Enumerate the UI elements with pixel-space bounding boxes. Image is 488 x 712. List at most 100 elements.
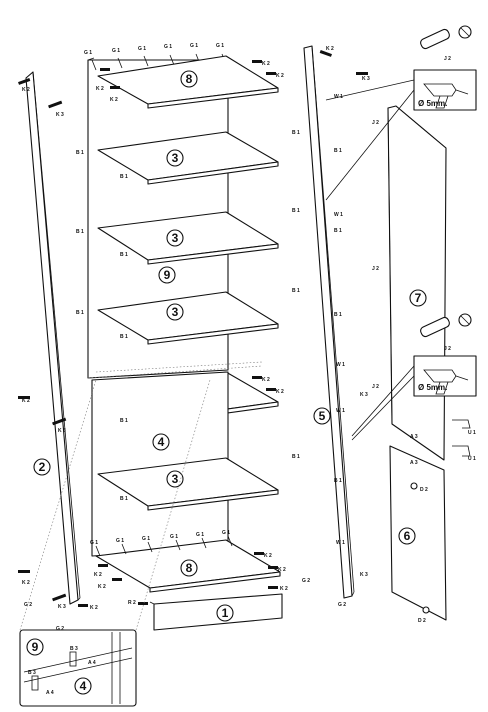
part-number-3-c: 3 — [172, 305, 179, 319]
part-number-9: 9 — [164, 268, 171, 282]
screw-k2-mid-r2 — [266, 388, 276, 391]
shelf-4 — [97, 457, 279, 511]
screw-r2 — [138, 602, 148, 605]
label-k2-bottom-r2: K 2 — [278, 567, 286, 573]
upper-door — [387, 105, 447, 461]
label-j2-door-mid: J 2 — [372, 266, 379, 272]
label-k2-mid-r2: K 2 — [276, 389, 284, 395]
label-g1-top-6: G 1 — [216, 43, 224, 49]
screw-k2-shelf-top-right-2 — [266, 72, 276, 75]
label-g1-top-4: G 1 — [164, 44, 172, 50]
label-j2-door-top: J 2 — [372, 120, 379, 126]
label-b1-left-1: B 1 — [76, 150, 84, 156]
label-b1-right-8: B 1 — [334, 478, 342, 484]
label-a3-2: A 3 — [410, 460, 418, 466]
label-j2-upper: J 2 — [444, 56, 451, 62]
left-panel-screw-k2-foot — [78, 604, 88, 607]
label-a3-1: A 3 — [410, 434, 418, 440]
label-d2-upper: D 2 — [420, 487, 428, 493]
part-number-7: 7 — [415, 291, 422, 305]
label-b1-right-1: B 1 — [292, 130, 300, 136]
label-k2-mid-r1: K 2 — [262, 377, 270, 383]
label-j2-door-low: J 2 — [372, 384, 379, 390]
shelf-1 — [97, 131, 279, 185]
plinth-board — [149, 593, 283, 631]
label-g1-bottom-5: G 1 — [196, 532, 204, 538]
label-k2-top-l1: K 2 — [96, 86, 104, 92]
part-number-4: 4 — [158, 435, 165, 449]
label-w1-right-5: W 1 — [336, 540, 345, 546]
label-w1-right-2: W 1 — [334, 212, 343, 218]
label-b1-right-3: B 1 — [292, 208, 300, 214]
knob-upper — [410, 482, 418, 490]
label-d2-lower: D 2 — [418, 618, 426, 624]
part-circle-4 — [152, 433, 170, 451]
label-g1-top-1: G 1 — [84, 50, 92, 56]
label-k2-bottom-l2: K 2 — [98, 584, 106, 590]
label-g1-bottom-1: G 1 — [90, 540, 98, 546]
label-b1-left-2: B 1 — [76, 229, 84, 235]
knob-lower — [422, 606, 430, 614]
label-b1-right-4: B 1 — [334, 228, 342, 234]
bracket-u1-lower — [452, 445, 471, 457]
screw-k2-bottom-r2 — [268, 566, 278, 569]
label-g1-top-2: G 1 — [112, 48, 120, 54]
part-number-3-a: 3 — [172, 151, 179, 165]
label-k2-top-r2: K 2 — [276, 73, 284, 79]
part-number-3-d: 3 — [172, 472, 179, 486]
label-g1-bottom-4: G 1 — [170, 534, 178, 540]
label-k2-top-l2: K 2 — [110, 97, 118, 103]
label-w1-right-3: W 1 — [336, 362, 345, 368]
screw-k2-shelf-top-left-2 — [110, 86, 120, 89]
left-panel-screw-k2-bottom — [18, 570, 30, 573]
shelf-2 — [97, 211, 279, 265]
label-k3-right-mid: K 3 — [360, 392, 368, 398]
label-k3-left-mid: K 3 — [58, 428, 66, 434]
part-circle-8-top — [180, 70, 198, 88]
part-number-3-b: 3 — [172, 231, 179, 245]
part-circle-9 — [158, 266, 176, 284]
part-circle-5 — [313, 407, 331, 425]
label-b1-shelf-4: B 1 — [120, 496, 128, 502]
part-circle-8-bottom — [180, 559, 198, 577]
label-k2-left-top: K 2 — [22, 87, 30, 93]
left-panel-screw-k3-mid — [52, 417, 67, 426]
screw-k2-bottom-r1 — [254, 552, 264, 555]
shelf-3 — [97, 291, 279, 345]
label-g1-top-3: G 1 — [138, 46, 146, 52]
screw-k3-right-top — [356, 72, 368, 75]
part-number-4-inset: 4 — [80, 679, 87, 693]
screw-k2-bottom-l1 — [98, 564, 108, 567]
screw-k2-bottom-l2 — [112, 578, 122, 581]
label-b1-shelf-3: B 1 — [120, 334, 128, 340]
part-circle-4-inset — [74, 677, 92, 695]
part-circle-3-b — [166, 229, 184, 247]
part-circle-3-c — [166, 303, 184, 321]
detail-inset — [19, 629, 137, 707]
part-circle-3-a — [166, 149, 184, 167]
screw-k2-plinth — [268, 586, 278, 589]
label-b1-right-7: B 1 — [292, 454, 300, 460]
dowel-j2-lower — [420, 313, 472, 338]
label-g1-bottom-2: G 1 — [116, 538, 124, 544]
part-circle-6 — [398, 527, 416, 545]
label-b1-right-5: B 1 — [292, 288, 300, 294]
label-w1-right-4: W 1 — [336, 408, 345, 414]
label-k2-bottom-r1: K 2 — [264, 553, 272, 559]
left-panel-screw-k2-mid — [18, 396, 30, 399]
screw-k2-right-top — [319, 50, 332, 57]
label-a4-inset-1: A 4 — [88, 660, 96, 666]
screw-k2-mid-r1 — [252, 376, 262, 379]
label-b1-shelf-2: B 1 — [120, 252, 128, 258]
label-b1-lower-1: B 1 — [120, 418, 128, 424]
screw-k2-shelf-top-right — [252, 60, 262, 63]
label-k2-bottom-l1: K 2 — [94, 572, 102, 578]
drill-callout-lower — [413, 355, 477, 397]
left-panel-screw-k3-bottom — [52, 593, 67, 602]
left-panel-screw-k3-top — [48, 100, 63, 109]
part-number-1: 1 — [222, 606, 229, 620]
dowel-j2-upper — [420, 25, 472, 50]
bracket-u1-upper — [452, 419, 471, 429]
label-k3-right-bottom: K 3 — [360, 572, 368, 578]
label-g2-right: G 2 — [302, 578, 310, 584]
